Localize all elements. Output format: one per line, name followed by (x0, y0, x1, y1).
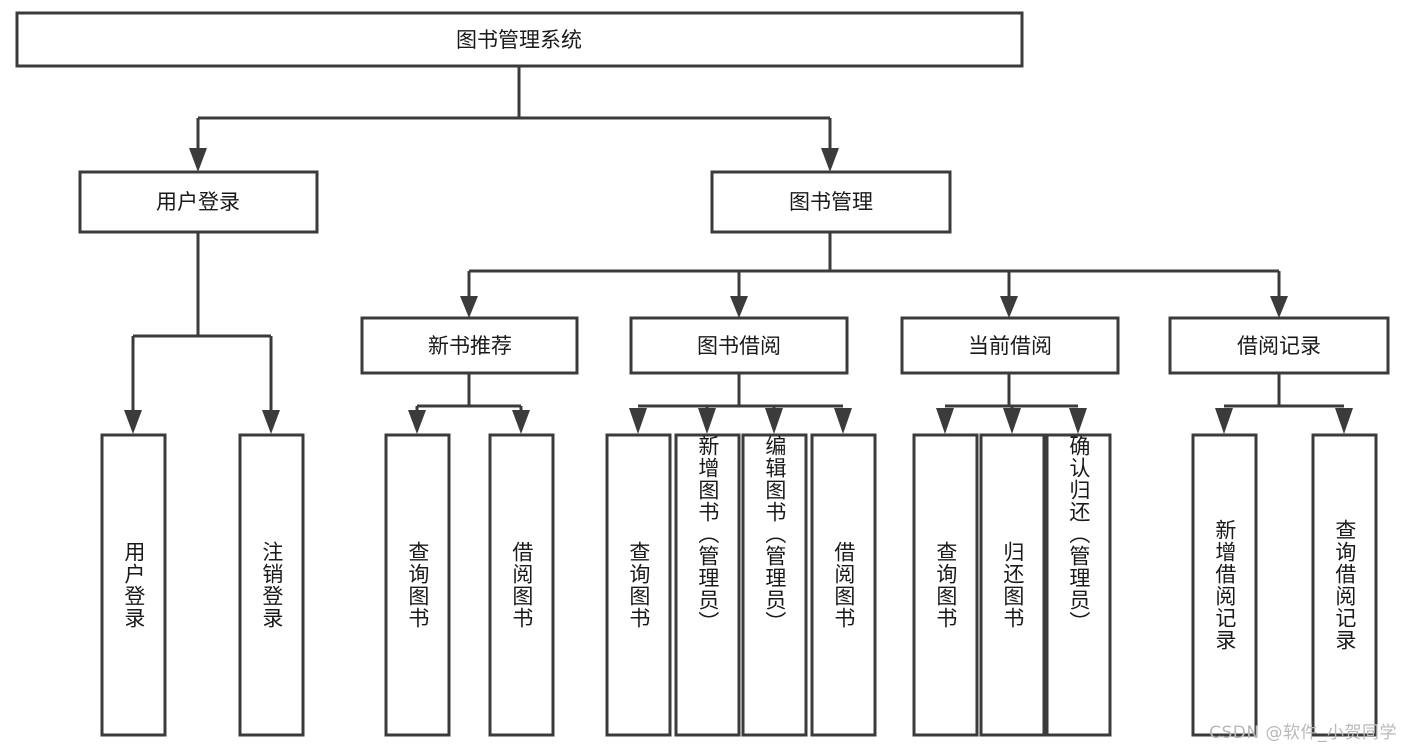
arrow-root-to-book-mgmt (821, 148, 839, 172)
leaf-box-borrow-book-2[interactable] (810, 433, 877, 737)
user-login-rect[interactable] (78, 170, 319, 234)
arrow-root-to-user-login (189, 148, 207, 172)
book-borrow-rect[interactable] (629, 316, 849, 375)
leaf-box-add-record[interactable] (1191, 433, 1258, 737)
node-book-management[interactable]: 图书管理 (710, 170, 952, 234)
node-title-box[interactable]: 图书管理系统 (15, 11, 1024, 68)
book-management-label: 图书管理 (789, 190, 873, 214)
current-borrow-label: 当前借阅 (968, 334, 1052, 358)
leaf-box-query-book-2[interactable] (605, 433, 672, 737)
book-borrow-label: 图书借阅 (697, 334, 781, 358)
leaf-box-return-book[interactable] (979, 433, 1046, 737)
arrow-book-borrow-leaf-2 (698, 408, 716, 434)
node-current-borrow[interactable]: 当前借阅 (900, 316, 1120, 375)
leaf-box-query-book-1[interactable] (384, 433, 451, 737)
borrow-record-label: 借阅记录 (1237, 334, 1321, 358)
watermark-text: CSDN @软件_小贺同学 (1209, 723, 1397, 743)
arrow-new-book-leaf-1 (408, 410, 426, 434)
arrow-borrow-record-leaf-1 (1215, 408, 1233, 434)
arrow-borrow-record-leaf-2 (1335, 408, 1353, 434)
node-new-book-recommend[interactable]: 新书推荐 (360, 316, 579, 375)
current-borrow-rect[interactable] (900, 316, 1120, 375)
arrow-user-login-leaf-2 (262, 410, 280, 434)
leaf-box-borrow-book-1[interactable] (488, 433, 555, 737)
arrow-book-mgmt-to-current-borrow (1000, 296, 1018, 318)
title-box-label: 图书管理系统 (456, 28, 582, 52)
leaf-box-add-book[interactable] (674, 433, 741, 737)
arrow-book-mgmt-to-new-book (460, 296, 478, 318)
arrow-user-login-leaf-1 (124, 410, 142, 434)
arrow-new-book-leaf-2 (512, 410, 530, 434)
arrow-book-borrow-leaf-3 (765, 408, 783, 434)
leaf-box-confirm-return[interactable] (1045, 433, 1112, 737)
node-book-borrow[interactable]: 图书借阅 (629, 316, 849, 375)
arrow-book-borrow-leaf-1 (629, 408, 647, 434)
user-login-label: 用户登录 (156, 190, 240, 214)
arrow-book-mgmt-to-book-borrow (730, 296, 748, 318)
node-user-login[interactable]: 用户登录 (78, 170, 319, 234)
arrow-book-borrow-leaf-4 (834, 408, 852, 434)
leaf-boxes-group (100, 433, 1378, 737)
connectors-group (124, 66, 1353, 434)
node-borrow-record[interactable]: 借阅记录 (1168, 316, 1390, 375)
new-book-recommend-rect[interactable] (360, 316, 579, 375)
book-management-rect[interactable] (710, 170, 952, 234)
leaf-box-user-login[interactable] (100, 433, 167, 737)
leaf-box-query-book-3[interactable] (912, 433, 979, 737)
new-book-recommend-label: 新书推荐 (428, 334, 512, 358)
arrow-current-borrow-leaf-2 (1003, 408, 1021, 434)
arrow-current-borrow-leaf-1 (936, 408, 954, 434)
title-box-rect[interactable] (15, 11, 1024, 68)
leaf-box-query-record[interactable] (1311, 433, 1378, 737)
leaf-box-edit-book[interactable] (741, 433, 808, 737)
arrow-book-mgmt-to-borrow-record (1270, 296, 1288, 318)
leaf-box-logout-login[interactable] (238, 433, 305, 737)
borrow-record-rect[interactable] (1168, 316, 1390, 375)
arrow-current-borrow-leaf-3 (1069, 408, 1087, 434)
